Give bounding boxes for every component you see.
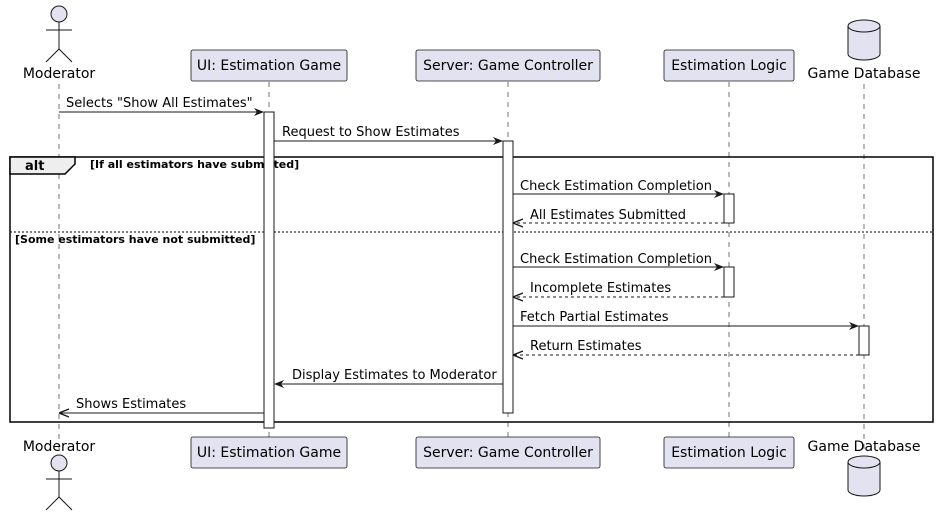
participant-label-db-top: Game Database (808, 66, 921, 82)
alt-fragment-frame (9, 156, 934, 423)
participant-ui-top[interactable]: UI: Estimation Game (190, 49, 348, 82)
message-label-6: Incomplete Estimates (530, 281, 671, 296)
messages: Selects "Show All Estimates" Request to … (59, 96, 859, 413)
database-icon-top (847, 455, 881, 469)
database-icon-top (847, 19, 881, 33)
activation-logic-2 (723, 266, 735, 298)
participants-bottom: Moderator UI: Estimation Game Server: Ga… (23, 436, 921, 511)
actor-legs (45, 496, 73, 511)
participant-server-top[interactable]: Server: Game Controller (415, 49, 601, 82)
participant-box-logic-bottom (663, 436, 795, 469)
participant-box-ui-bottom (190, 436, 348, 469)
message-label-9: Display Estimates to Moderator (292, 368, 497, 383)
participant-logic-bottom[interactable]: Estimation Logic (663, 436, 795, 469)
alt-keyword-tab (9, 156, 76, 175)
participant-db-bottom[interactable]: Game Database (808, 439, 921, 497)
activation-logic-1 (723, 193, 735, 224)
participant-label-logic-top: Estimation Logic (671, 58, 787, 74)
activation-server (502, 140, 514, 414)
participant-ui-bottom[interactable]: UI: Estimation Game (190, 436, 348, 469)
participant-box-logic-top (663, 49, 795, 82)
participant-label-db-bottom: Game Database (808, 439, 921, 455)
activations (263, 111, 870, 429)
activation-ui (263, 111, 275, 429)
participant-label-ui-bottom: UI: Estimation Game (197, 445, 341, 461)
database-icon (847, 462, 881, 497)
message-label-3: Check Estimation Completion (520, 179, 712, 194)
actor-head-icon (50, 5, 68, 23)
message-label-7: Fetch Partial Estimates (520, 310, 669, 325)
participant-label-server-top: Server: Game Controller (423, 58, 593, 74)
message-label-8: Return Estimates (530, 339, 642, 354)
message-label-2: Request to Show Estimates (282, 125, 460, 140)
participant-label-ui-top: UI: Estimation Game (197, 58, 341, 74)
participant-db-top[interactable]: Game Database (808, 19, 921, 82)
participant-box-server-top (415, 49, 601, 82)
participant-logic-top[interactable]: Estimation Logic (663, 49, 795, 82)
actor-head-icon (50, 454, 68, 472)
participant-server-bottom[interactable]: Server: Game Controller (415, 436, 601, 469)
participant-label-server-bottom: Server: Game Controller (423, 445, 593, 461)
participant-label-moderator-top: Moderator (23, 66, 96, 82)
participants-top: Moderator UI: Estimation Game Server: Ga… (23, 5, 921, 82)
actor-legs (45, 48, 73, 63)
alt-guard-2: [Some estimators have not submitted] (15, 233, 255, 246)
activation-db (858, 325, 870, 356)
message-label-5: Check Estimation Completion (520, 252, 712, 267)
database-icon (847, 26, 881, 61)
alt-fragment: alt [If all estimators have submitted] [… (9, 156, 934, 423)
message-label-4: All Estimates Submitted (530, 208, 686, 223)
participant-box-server-bottom (415, 436, 601, 469)
message-label-10: Shows Estimates (76, 397, 186, 412)
alt-guard-1: [If all estimators have submitted] (90, 158, 299, 171)
participant-label-logic-bottom: Estimation Logic (671, 445, 787, 461)
participant-box-ui-top (190, 49, 348, 82)
message-label-1: Selects "Show All Estimates" (66, 96, 253, 111)
actor-moderator-bottom[interactable]: Moderator (23, 439, 96, 511)
alt-keyword: alt (25, 159, 44, 174)
lifelines (58, 82, 865, 452)
participant-label-moderator-bottom: Moderator (23, 439, 96, 455)
actor-moderator-top[interactable]: Moderator (23, 5, 96, 82)
